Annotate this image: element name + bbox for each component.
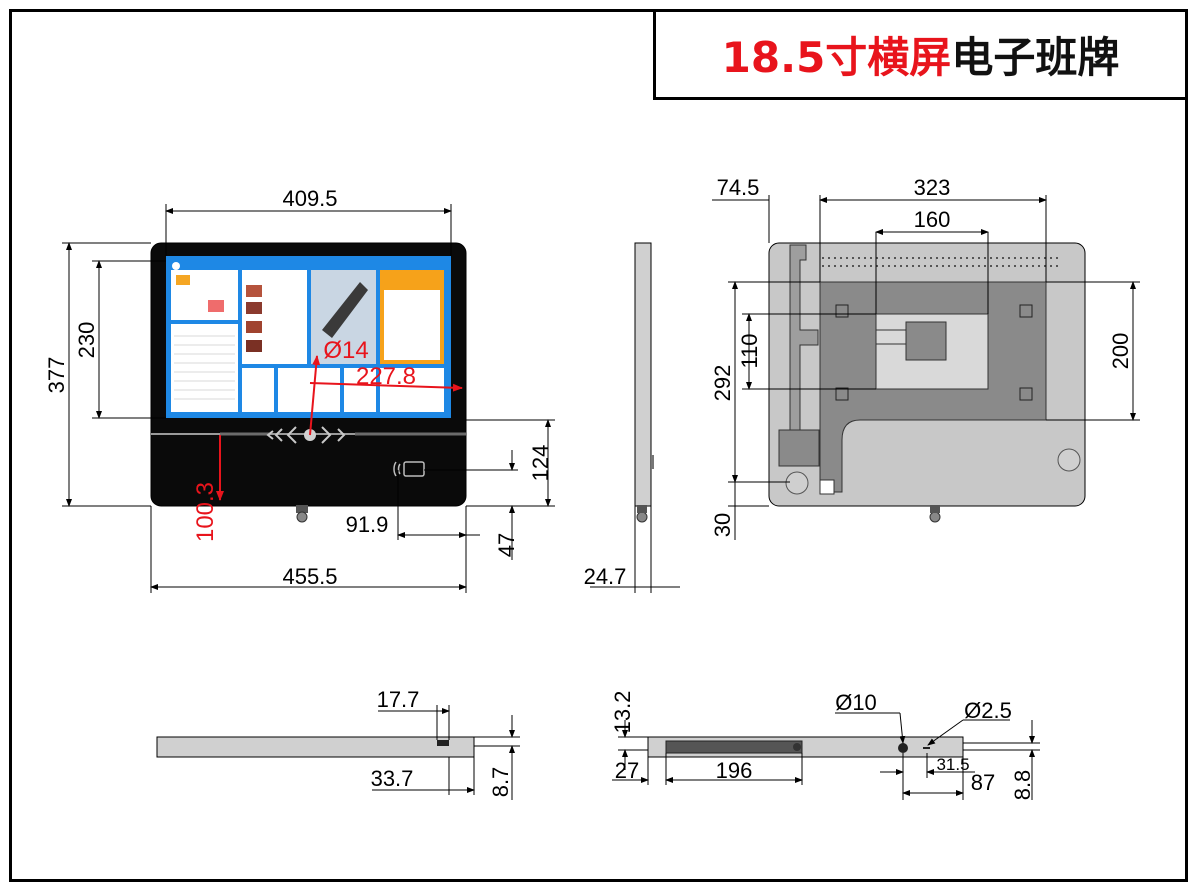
dim-196: 196 <box>716 758 753 783</box>
dim-377: 377 <box>44 357 69 394</box>
dim-87: 87 <box>971 770 995 795</box>
dim-8-8: 8.8 <box>1010 770 1035 801</box>
black-dimension-text: 409.5 455.5 91.9 24.7 74.5 323 160 17.7 … <box>282 175 1011 795</box>
dim-30: 30 <box>710 513 735 537</box>
dim-24-7: 24.7 <box>584 564 627 589</box>
nav-chevrons <box>266 426 346 444</box>
dim-27: 27 <box>615 758 639 783</box>
title-box: 18.5寸横屏电子班牌 <box>653 9 1188 100</box>
ui-panel-schedule <box>171 324 238 412</box>
dim-455-5: 455.5 <box>282 564 337 589</box>
dim-227-8: 227.8 <box>356 363 416 390</box>
dim-33-7: 33.7 <box>371 766 414 791</box>
nfc-icon <box>393 461 425 477</box>
dim-13-2: 13.2 <box>610 691 635 734</box>
dim-323: 323 <box>914 175 951 200</box>
black-dimension-text-vertical: 377 230 124 47 292 110 200 30 8.7 13.2 8… <box>44 322 1133 801</box>
drawing-frame <box>9 9 1188 882</box>
dim-47: 47 <box>494 533 519 557</box>
red-dimension-text: Ø14 227.8 100.3 <box>192 337 416 542</box>
back-dimension-lines <box>712 195 1140 540</box>
front-red-dims <box>216 355 463 501</box>
dim-110: 110 <box>737 333 762 368</box>
dim-dia-14: Ø14 <box>323 337 368 364</box>
dim-100-3: 100.3 <box>192 482 219 542</box>
dim-124: 124 <box>528 445 553 482</box>
dim-74-5: 74.5 <box>717 175 760 200</box>
dim-17-7: 17.7 <box>377 687 420 712</box>
back-vent-holes <box>822 257 1060 267</box>
title-black: 电子班牌 <box>951 33 1120 82</box>
bottom-right-view <box>647 736 964 758</box>
title-red: 18.5寸横屏 <box>721 33 952 82</box>
side-view <box>590 242 680 593</box>
dim-292: 292 <box>710 365 735 402</box>
dim-31-5: 31.5 <box>936 755 969 774</box>
front-view <box>150 242 467 523</box>
dim-8-7: 8.7 <box>488 767 513 798</box>
dim-dia-2-5: Ø2.5 <box>964 698 1012 723</box>
dim-409-5: 409.5 <box>282 186 337 211</box>
bottom-left-dims <box>372 705 520 800</box>
bottom-left-view <box>156 736 475 758</box>
back-view <box>768 242 1086 523</box>
security-lock <box>296 505 308 523</box>
dim-200: 200 <box>1108 333 1133 370</box>
dim-160: 160 <box>914 207 951 232</box>
front-dimension-lines <box>62 204 555 593</box>
dim-230: 230 <box>74 322 99 359</box>
dim-dia-10: Ø10 <box>835 690 877 715</box>
bottom-right-dims <box>612 712 1040 800</box>
dim-91-9: 91.9 <box>346 512 389 537</box>
